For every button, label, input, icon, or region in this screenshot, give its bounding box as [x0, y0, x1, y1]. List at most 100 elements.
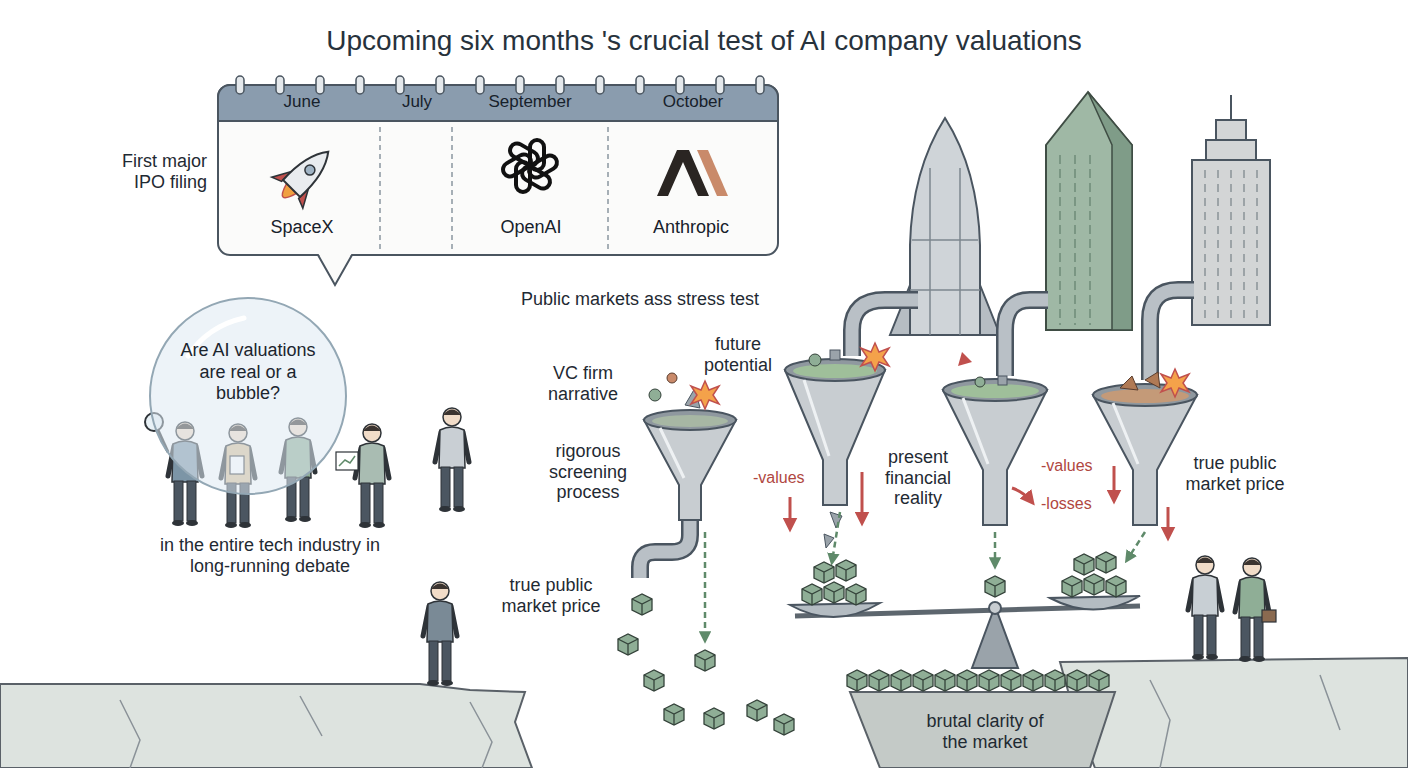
balance-scale [824, 582, 844, 603]
bridge-cube [1023, 670, 1043, 691]
debris [998, 376, 1007, 385]
grey-tower [1192, 160, 1270, 325]
falling-cube [774, 714, 794, 735]
balance-scale [985, 576, 1005, 597]
text-holder: Are AI valuations are real or a bubble? [169, 340, 327, 405]
feed-pipe [1005, 300, 1048, 376]
binder-ring [316, 76, 324, 94]
debris [830, 350, 840, 360]
grey-tower [1206, 140, 1256, 160]
balance-scale [846, 584, 866, 605]
label-holder: -values [1038, 456, 1102, 476]
label-holder: Public markets ass stress test [518, 288, 818, 311]
people [1262, 610, 1276, 622]
rocket-tower [910, 118, 980, 335]
label-holder: future potential [696, 333, 780, 376]
calendar-frame [451, 127, 453, 250]
falling-cube [695, 650, 715, 671]
screening-funnel [644, 359, 1197, 525]
openai-logo [507, 141, 540, 168]
screening-funnel [943, 379, 1047, 401]
rocket-icon [303, 163, 317, 177]
bridge-cube [979, 670, 999, 691]
diagram-title: Upcoming six months 's crucial test of A… [0, 24, 1408, 58]
people [336, 452, 358, 470]
calendar-frame [379, 127, 381, 250]
falling-cube [618, 634, 638, 655]
binder-ring [236, 76, 764, 94]
people [435, 408, 469, 512]
debris [667, 373, 677, 383]
debris [691, 381, 719, 409]
balance-scale [989, 602, 1001, 614]
people [423, 582, 457, 686]
bridge-cube [847, 670, 1109, 691]
bridge-cube [935, 670, 955, 691]
binder-ring [396, 76, 404, 94]
loss-arrow [790, 466, 1168, 537]
rocket-tower [910, 168, 980, 335]
annotation-label: First major IPO filing [92, 150, 210, 193]
binder-ring [516, 76, 524, 94]
flow-arrow [1127, 532, 1145, 560]
binder-ring [356, 76, 364, 94]
bridge-cube [1067, 670, 1087, 691]
label-holder: in the entire tech industry in long-runn… [150, 534, 390, 577]
label-holder: true public market price [490, 574, 612, 617]
text-holder: October [633, 92, 753, 112]
grey-tower [1216, 120, 1246, 140]
grey-tower [1192, 95, 1270, 325]
bridge-cube [1045, 670, 1065, 691]
flow-arrow [994, 532, 997, 566]
green-tower [1046, 92, 1132, 330]
calendar-frame [218, 76, 778, 285]
falling-cube [664, 704, 684, 725]
anthropic-logo [697, 150, 728, 196]
loss-label: -losses [1038, 494, 1095, 514]
screening-funnel [793, 364, 877, 378]
feed-pipe [1150, 290, 1194, 380]
cliff [850, 692, 1115, 768]
company-cell: SpaceX [224, 125, 380, 249]
month-label: July [357, 92, 477, 112]
company-name: OpenAI [500, 217, 561, 239]
balance-scale [972, 606, 1018, 668]
debris [649, 389, 661, 401]
flow-arrow [704, 532, 707, 640]
annotation-label: VC firm narrative [538, 362, 628, 405]
annotation-label: in the entire tech industry in long-runn… [150, 534, 390, 577]
cliff [120, 696, 492, 768]
balance-scale [802, 584, 822, 605]
debris [958, 352, 972, 366]
label-holder: present financial reality [874, 446, 962, 510]
balance-scale [790, 552, 1140, 668]
people [355, 424, 389, 528]
month-label: October [633, 92, 753, 112]
label-holder: -losses [1038, 494, 1102, 514]
calendar-callout: JuneJulySeptemberOctoberSpaceXOpenAIAnth… [218, 85, 778, 255]
bridge-cube [891, 670, 911, 691]
screening-funnel [644, 420, 736, 520]
bubble-outline [150, 298, 346, 494]
debris [824, 534, 834, 548]
month-label: September [470, 92, 590, 112]
company-cell: Anthropic [610, 125, 772, 249]
text-holder: Anthropic [653, 217, 729, 239]
loss-arrow [1167, 507, 1170, 537]
loss-label: -values [1038, 456, 1096, 476]
bridge-cube [913, 670, 933, 691]
debris [809, 354, 821, 366]
balance-scale [1106, 576, 1126, 597]
balance-scale [1084, 574, 1104, 595]
binder-ring [596, 76, 604, 94]
company-name: Anthropic [653, 217, 729, 239]
label-holder: rigorous screening process [538, 440, 638, 504]
feed-pipe [640, 518, 690, 578]
calendar-frame [318, 255, 352, 285]
debris [861, 343, 889, 371]
bridge-cube [957, 670, 977, 691]
feed-pipe [640, 290, 1194, 578]
calendar-frame [318, 253, 352, 285]
loss-arrow [861, 472, 864, 522]
